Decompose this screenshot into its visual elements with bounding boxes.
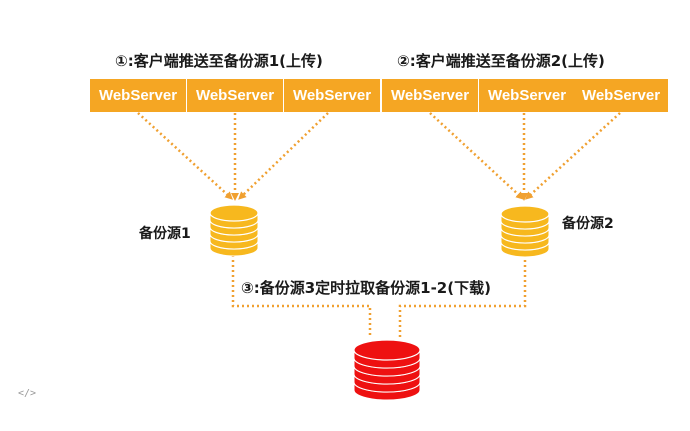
connector-source2-to-source3: [398, 255, 527, 338]
group2-caption: ②:客户端推送至备份源2(上传): [397, 52, 605, 70]
connectors-group-2: [429, 112, 621, 201]
truncated-heading: [76, 422, 156, 431]
source2-label: 备份源2: [562, 216, 614, 232]
connector-ws6-to-source2: [525, 112, 621, 200]
database-icon-source1: [209, 204, 259, 257]
connector-ws4-to-source2: [429, 112, 524, 200]
code-icon[interactable]: </>: [18, 388, 37, 399]
database-disk-top: [353, 339, 421, 361]
webserver-box: WebServer: [284, 79, 380, 112]
database-icon-source2: [500, 205, 550, 258]
database-disk-top: [500, 205, 550, 223]
database-disk-top: [209, 204, 259, 222]
source1-label: 备份源1: [139, 226, 191, 242]
connectors-pull: [231, 255, 527, 338]
pull-caption: ③:备份源3定时拉取备份源1-2(下载): [241, 279, 491, 297]
webserver-box: WebServer: [187, 79, 283, 112]
webserver-box: WebServer: [574, 79, 668, 112]
group1-caption: ①:客户端推送至备份源1(上传): [115, 52, 323, 70]
connector-ws3-to-source1: [238, 112, 329, 200]
connector-ws1-to-source1: [137, 112, 233, 200]
database-icon-source3: [353, 339, 421, 401]
connectors-group-1: [137, 112, 329, 201]
connector-source1-to-source3: [231, 255, 372, 338]
webserver-box: WebServer: [382, 79, 478, 112]
webserver-box: WebServer: [479, 79, 575, 112]
webserver-box: WebServer: [90, 79, 186, 112]
